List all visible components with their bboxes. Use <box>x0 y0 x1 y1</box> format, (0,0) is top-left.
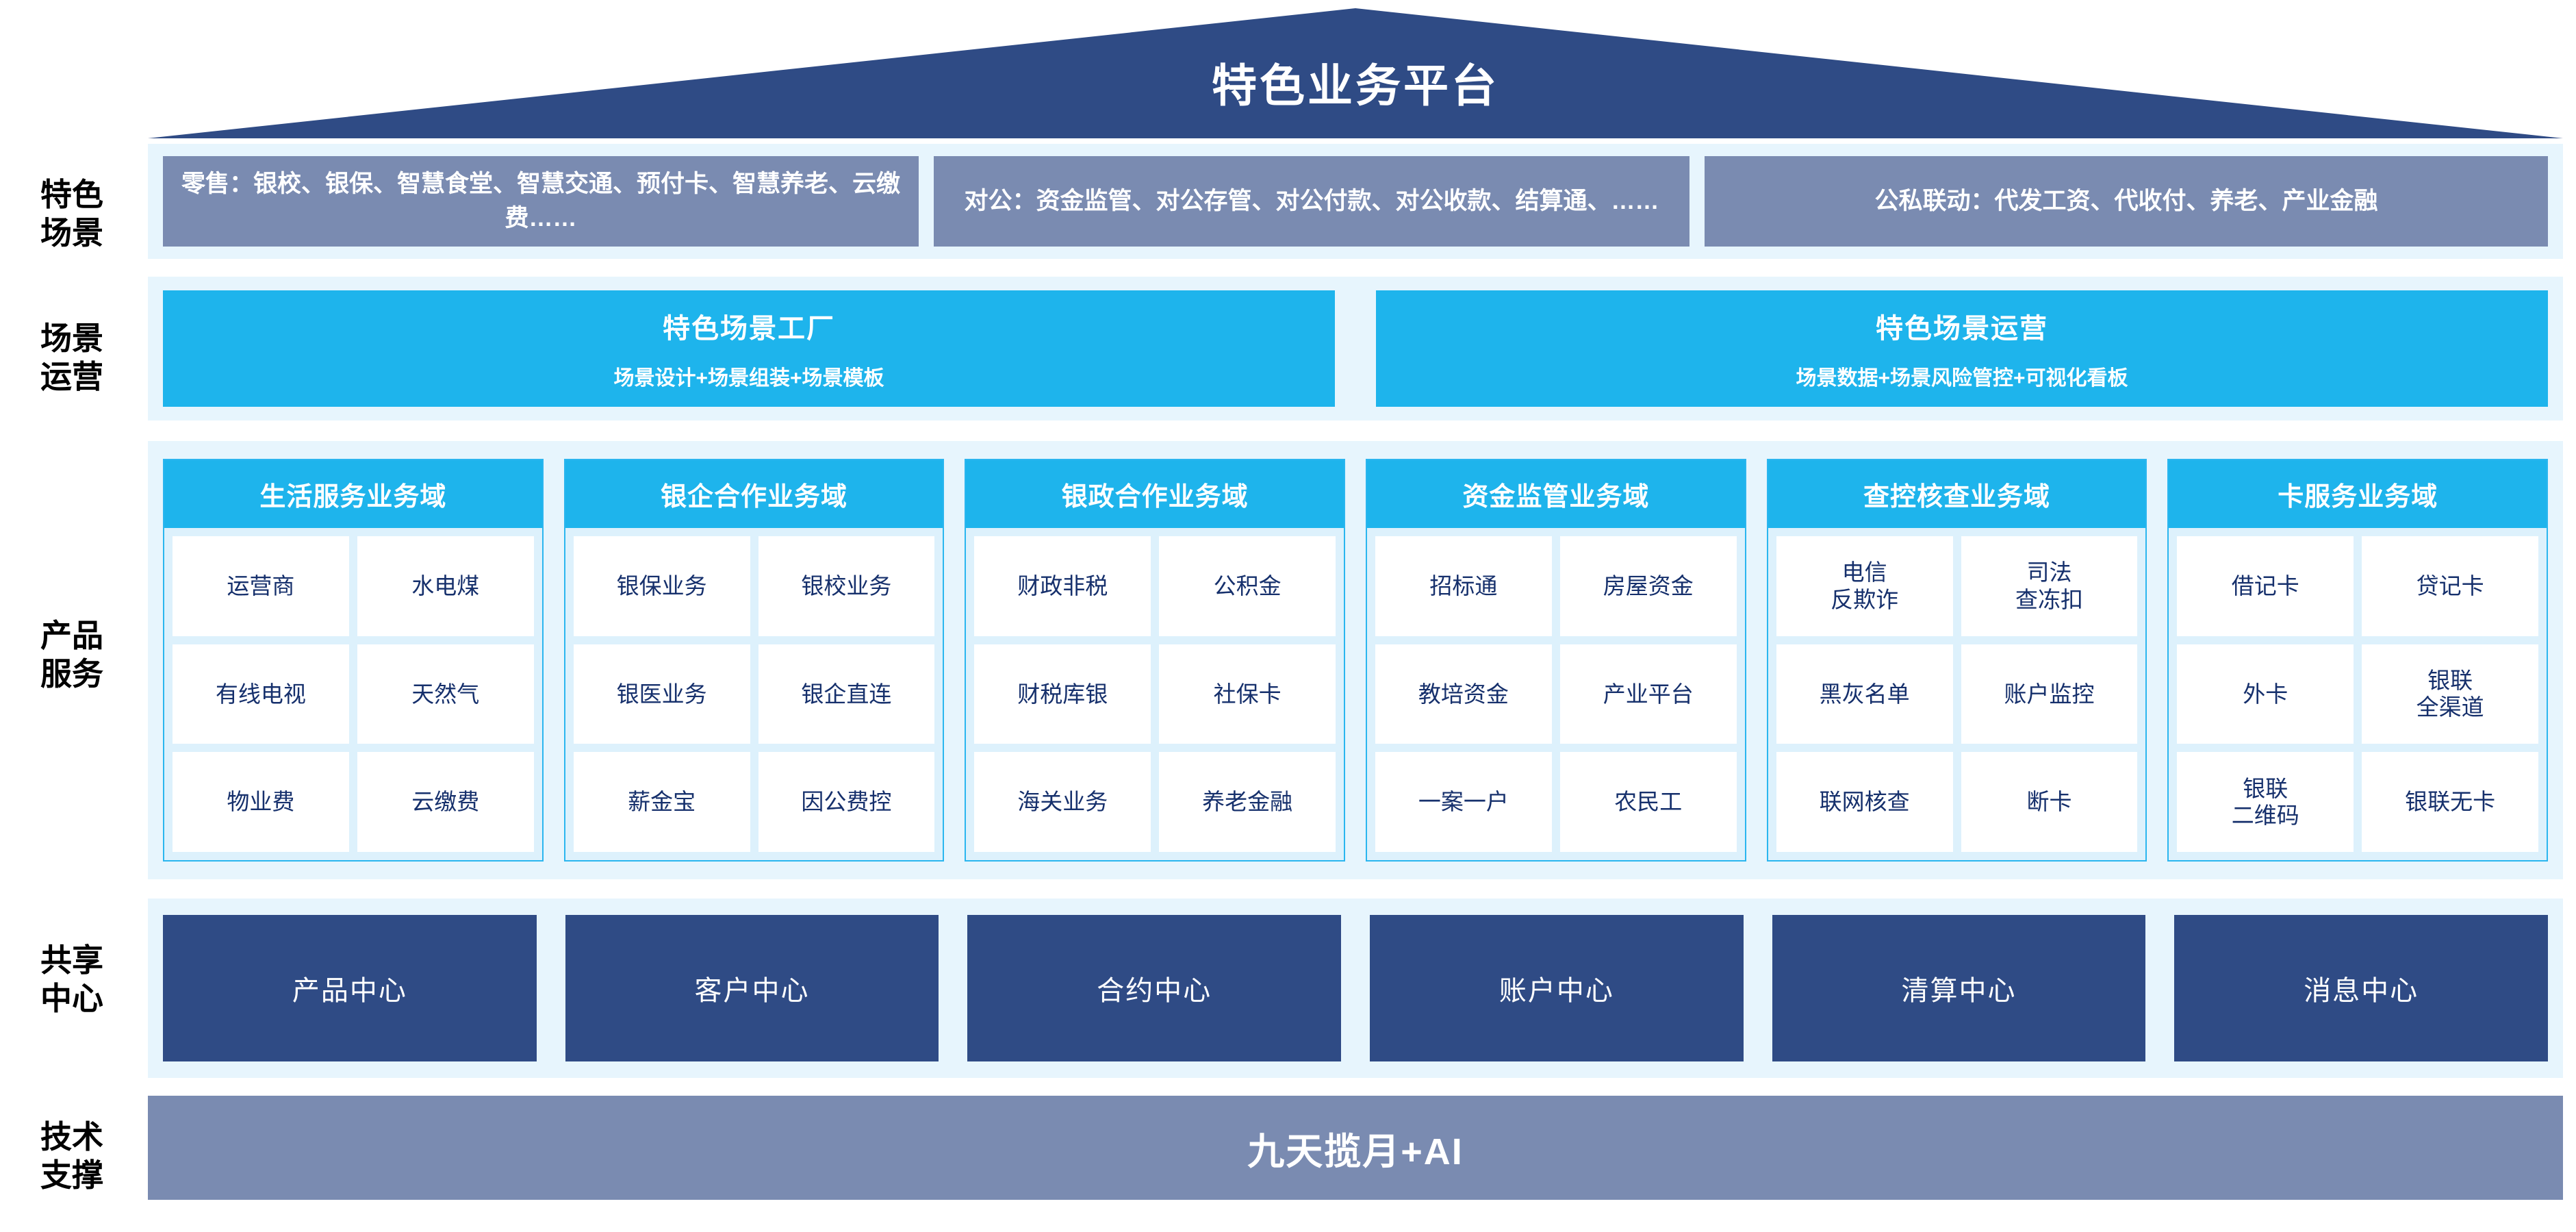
row-label-products: 产品 服务 <box>40 618 103 692</box>
ops-box-scenario-factory[interactable]: 特色场景工厂 场景设计+场景组装+场景模板 <box>163 290 1335 407</box>
domain-cell-grid: 银保业务 银校业务 银医业务 银企直连 薪金宝 因公费控 <box>565 528 943 860</box>
domain-cell[interactable]: 海关业务 <box>974 752 1151 852</box>
domain-header: 资金监管业务域 <box>1367 460 1745 528</box>
domain-cell[interactable]: 财税库银 <box>974 644 1151 744</box>
domain-cell[interactable]: 黑灰名单 <box>1776 644 1953 744</box>
domain-column-investigation: 查控核查业务域 电信 反欺诈 司法 查冻扣 黑灰名单 账户监控 联网核查 断卡 <box>1766 459 2147 862</box>
platform-roof: 特色业务平台 <box>148 8 2563 138</box>
scenario-box-retail[interactable]: 零售：银校、银保、智慧食堂、智慧交通、预付卡、智慧养老、云缴费…… <box>163 156 919 247</box>
roof-shape-icon <box>148 8 2563 138</box>
shared-center-product[interactable]: 产品中心 <box>163 915 537 1061</box>
domain-cell[interactable]: 产业平台 <box>1559 644 1737 744</box>
products-band: 生活服务业务域 运营商 水电煤 有线电视 天然气 物业费 云缴费 银企合作业务域… <box>148 441 2563 879</box>
domain-cell[interactable]: 断卡 <box>1961 752 2138 852</box>
tech-support-bar[interactable]: 九天揽月+AI <box>148 1096 2563 1200</box>
domain-column-life-service: 生活服务业务域 运营商 水电煤 有线电视 天然气 物业费 云缴费 <box>163 459 544 862</box>
domain-column-bank-enterprise: 银企合作业务域 银保业务 银校业务 银医业务 银企直连 薪金宝 因公费控 <box>563 459 945 862</box>
shared-center-settlement[interactable]: 清算中心 <box>1772 915 2146 1061</box>
domain-cell[interactable]: 银联 全渠道 <box>2362 644 2539 744</box>
tech-support-band: 九天揽月+AI <box>148 1096 2563 1200</box>
domain-cell[interactable]: 养老金融 <box>1159 752 1336 852</box>
domain-cell[interactable]: 司法 查冻扣 <box>1961 536 2138 636</box>
shared-center-account[interactable]: 账户中心 <box>1370 915 1744 1061</box>
ops-subtitle: 场景设计+场景组装+场景模板 <box>613 367 884 390</box>
domain-cell[interactable]: 物业费 <box>173 752 349 852</box>
scenario-box-public-private[interactable]: 公私联动：代发工资、代收付、养老、产业金融 <box>1705 156 2548 247</box>
domain-cell[interactable]: 财政非税 <box>974 536 1151 636</box>
domain-cell[interactable]: 云缴费 <box>357 752 534 852</box>
domain-cell[interactable]: 银企直连 <box>758 644 935 744</box>
domain-cell[interactable]: 教培资金 <box>1375 644 1552 744</box>
domain-cell-grid: 运营商 水电煤 有线电视 天然气 物业费 云缴费 <box>164 528 542 860</box>
domain-cell[interactable]: 银保业务 <box>573 536 750 636</box>
domain-cell[interactable]: 因公费控 <box>758 752 935 852</box>
domain-cell[interactable]: 银联无卡 <box>2362 752 2539 852</box>
domain-cell[interactable]: 薪金宝 <box>573 752 750 852</box>
domain-cell[interactable]: 账户监控 <box>1961 644 2138 744</box>
domain-cell[interactable]: 有线电视 <box>173 644 349 744</box>
domain-cell[interactable]: 水电煤 <box>357 536 534 636</box>
domain-header: 生活服务业务域 <box>164 460 542 528</box>
domain-cell[interactable]: 社保卡 <box>1159 644 1336 744</box>
domain-cell[interactable]: 农民工 <box>1559 752 1737 852</box>
domain-column-bank-government: 银政合作业务域 财政非税 公积金 财税库银 社保卡 海关业务 养老金融 <box>965 459 1346 862</box>
ops-box-scenario-operations[interactable]: 特色场景运营 场景数据+场景风险管控+可视化看板 <box>1376 290 2548 407</box>
domain-cell[interactable]: 一案一户 <box>1375 752 1552 852</box>
domain-cell[interactable]: 外卡 <box>2177 644 2354 744</box>
operations-band: 特色场景工厂 场景设计+场景组装+场景模板 特色场景运营 场景数据+场景风险管控… <box>148 277 2563 420</box>
domain-header: 卡服务业务域 <box>2169 460 2547 528</box>
domain-header: 银企合作业务域 <box>565 460 943 528</box>
page-title: 特色业务平台 <box>1212 60 1499 111</box>
domain-cell[interactable]: 天然气 <box>357 644 534 744</box>
domain-header: 查控核查业务域 <box>1768 460 2146 528</box>
row-label-tech: 技术 支撑 <box>40 1119 103 1194</box>
domain-cell[interactable]: 房屋资金 <box>1559 536 1737 636</box>
scenario-box-corporate[interactable]: 对公：资金监管、对公存管、对公付款、对公收款、结算通、…… <box>934 156 1689 247</box>
domain-header: 银政合作业务域 <box>966 460 1344 528</box>
domain-column-fund-supervision: 资金监管业务域 招标通 房屋资金 教培资金 产业平台 一案一户 农民工 <box>1366 459 1746 862</box>
domain-cell-grid: 招标通 房屋资金 教培资金 产业平台 一案一户 农民工 <box>1367 528 1745 860</box>
shared-center-customer[interactable]: 客户中心 <box>565 915 939 1061</box>
domain-cell[interactable]: 银医业务 <box>573 644 750 744</box>
domain-cell[interactable]: 运营商 <box>173 536 349 636</box>
domain-cell[interactable]: 借记卡 <box>2177 536 2354 636</box>
row-label-operations: 场景 运营 <box>40 320 103 395</box>
domain-cell[interactable]: 招标通 <box>1375 536 1552 636</box>
domain-cell-grid: 电信 反欺诈 司法 查冻扣 黑灰名单 账户监控 联网核查 断卡 <box>1768 528 2146 860</box>
domain-cell[interactable]: 联网核查 <box>1776 752 1953 852</box>
row-label-shared: 共享 中心 <box>40 942 103 1017</box>
shared-center-message[interactable]: 消息中心 <box>2174 915 2549 1061</box>
domain-cell[interactable]: 电信 反欺诈 <box>1776 536 1953 636</box>
shared-centers-band: 产品中心 客户中心 合约中心 账户中心 清算中心 消息中心 <box>148 898 2563 1078</box>
domain-column-card-service: 卡服务业务域 借记卡 贷记卡 外卡 银联 全渠道 银联 二维码 银联无卡 <box>2167 459 2549 862</box>
domain-cell-grid: 借记卡 贷记卡 外卡 银联 全渠道 银联 二维码 银联无卡 <box>2169 528 2547 860</box>
domain-cell[interactable]: 银联 二维码 <box>2177 752 2354 852</box>
domain-cell[interactable]: 贷记卡 <box>2362 536 2539 636</box>
scenarios-band: 零售：银校、银保、智慧食堂、智慧交通、预付卡、智慧养老、云缴费…… 对公：资金监… <box>148 144 2563 259</box>
domain-cell[interactable]: 银校业务 <box>758 536 935 636</box>
domain-cell[interactable]: 公积金 <box>1159 536 1336 636</box>
shared-center-contract[interactable]: 合约中心 <box>967 915 1342 1061</box>
ops-subtitle: 场景数据+场景风险管控+可视化看板 <box>1796 367 2128 390</box>
domain-cell-grid: 财政非税 公积金 财税库银 社保卡 海关业务 养老金融 <box>966 528 1344 860</box>
ops-title: 特色场景运营 <box>1876 314 2048 344</box>
ops-title: 特色场景工厂 <box>663 314 835 344</box>
row-label-scenarios: 特色 场景 <box>40 177 103 251</box>
